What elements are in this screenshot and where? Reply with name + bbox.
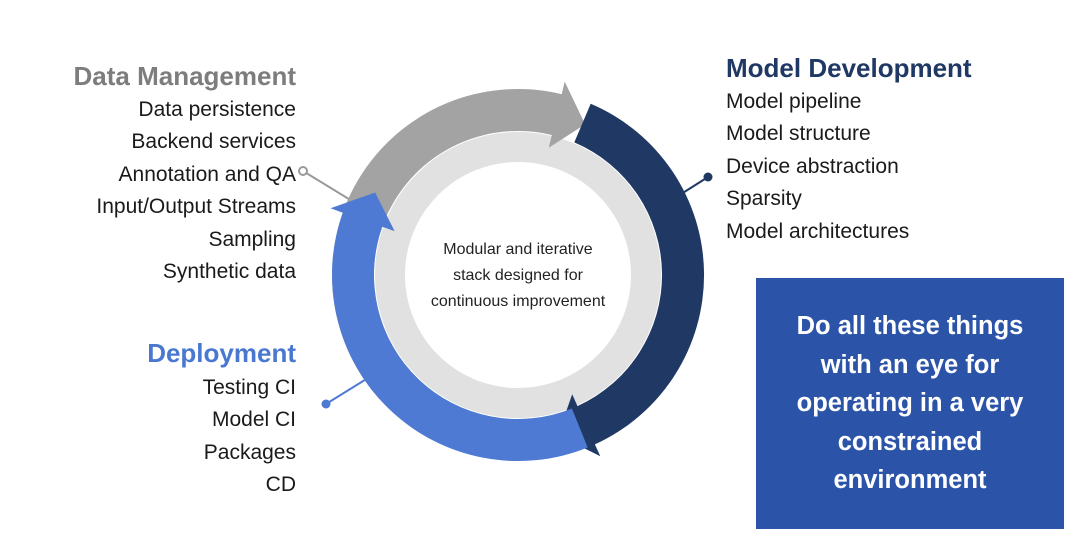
data-management-item: Synthetic data <box>162 260 296 283</box>
deployment-title: Deployment <box>147 338 296 368</box>
deployment-item: CD <box>265 473 296 497</box>
deployment-item: Testing CI <box>202 376 296 399</box>
deployment-item: Packages <box>203 440 296 464</box>
inner-ring <box>375 132 661 418</box>
connector-dot-model-development <box>703 172 713 182</box>
model-development-item: Model pipeline <box>726 90 862 113</box>
callout-box: Do all these things with an eye for oper… <box>756 278 1064 529</box>
callout-text: Do all these things with an eye for oper… <box>796 312 1024 495</box>
data-management-item: Backend services <box>131 130 296 154</box>
model-development-arrow <box>557 103 705 457</box>
center-caption-line: continuous improvement <box>430 293 606 310</box>
model-development-item: Model architectures <box>726 219 910 243</box>
data-management-arrow <box>331 81 586 400</box>
center-caption: Modular and iterative stack designed for… <box>408 237 628 315</box>
model-development-item: Model structure <box>726 122 871 146</box>
deployment-arrow <box>330 192 588 462</box>
center-caption-line: stack designed for <box>453 267 583 284</box>
connector-dot-deployment <box>321 399 331 409</box>
data-management-item: Data persistence <box>138 98 296 121</box>
connector-dot-data-management <box>298 166 308 176</box>
connector-deployment <box>325 377 369 405</box>
data-management-item: Annotation and QA <box>118 162 296 186</box>
data-management-item: Sampling <box>208 227 296 251</box>
model-development-item: Sparsity <box>726 187 802 211</box>
data-management-item: Input/Output Streams <box>96 195 296 219</box>
center-caption-line: Modular and iterative <box>443 241 593 258</box>
model-development-item: Device abstraction <box>726 154 899 178</box>
connector-data-management <box>302 170 358 205</box>
data-management-title: Data Management <box>73 61 297 91</box>
model-development-title: Model Development <box>726 53 972 83</box>
deployment-item: Model CI <box>211 408 296 432</box>
